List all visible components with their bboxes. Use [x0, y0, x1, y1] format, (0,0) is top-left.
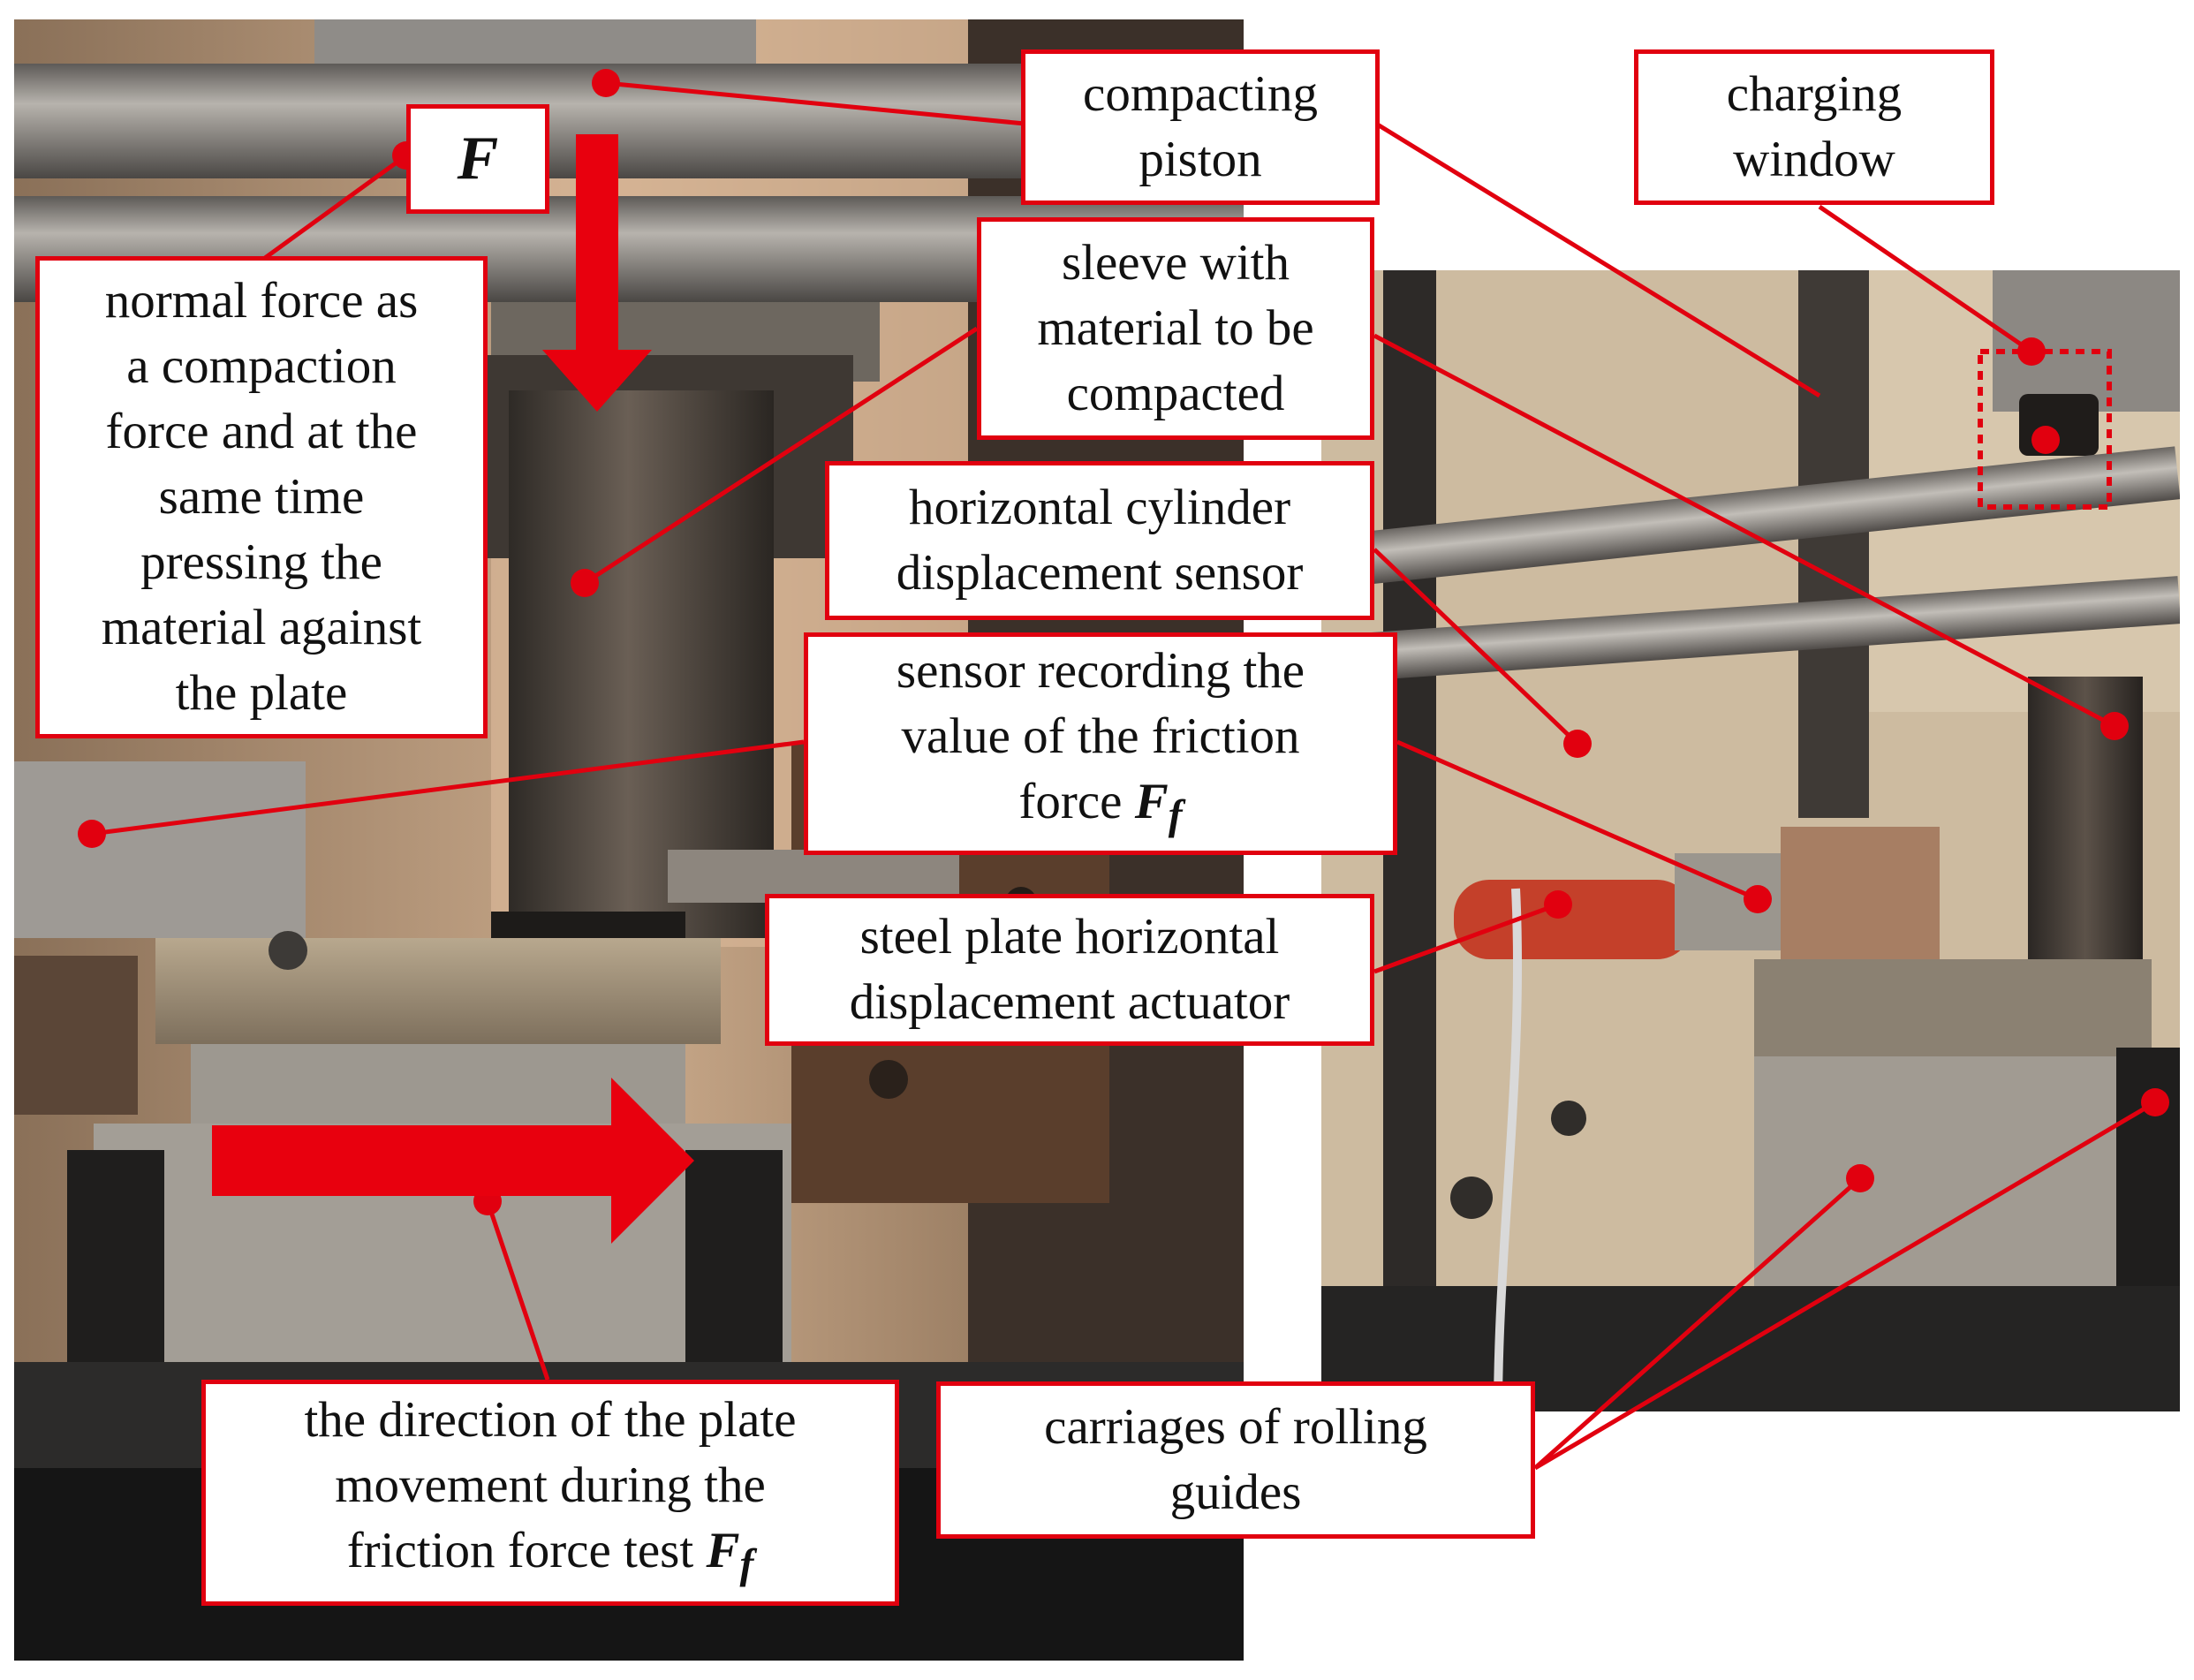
- cylinder-sensor-text: horizontal cylinder displacement sensor: [896, 480, 1304, 601]
- carriages-text: carriages of rolling guides: [1044, 1399, 1427, 1520]
- compacting-piston-text: compacting piston: [1083, 66, 1318, 187]
- normal-force-text: normal force as a compaction force and a…: [101, 273, 422, 721]
- actuator-text: steel plate horizontal displacement actu…: [849, 909, 1290, 1030]
- friction-force-subscript: f: [1168, 792, 1183, 839]
- compacting-piston-label: compacting piston: [1021, 49, 1380, 205]
- charging-window-label: charging window: [1634, 49, 1994, 205]
- normal-force-label: normal force as a compaction force and a…: [35, 256, 488, 738]
- photo-right-test-rig: [1321, 270, 2180, 1411]
- direction-label: the direction of the plate movement duri…: [201, 1380, 899, 1606]
- carriages-label: carriages of rolling guides: [936, 1381, 1535, 1539]
- sleeve-text: sleeve with material to be compacted: [1037, 235, 1314, 421]
- direction-text: the direction of the plate movement duri…: [304, 1392, 797, 1588]
- sleeve-label: sleeve with material to be compacted: [977, 217, 1374, 440]
- force-symbol-text: F: [457, 125, 499, 193]
- actuator-label: steel plate horizontal displacement actu…: [765, 894, 1374, 1046]
- charging-window-text: charging window: [1726, 66, 1903, 187]
- force-symbol-label: F: [406, 104, 549, 214]
- friction-sensor-text: sensor recording the value of the fricti…: [896, 643, 1305, 839]
- photo-right-scene: [1321, 270, 2180, 1411]
- cylinder-sensor-label: horizontal cylinder displacement sensor: [825, 461, 1374, 620]
- friction-sensor-label: sensor recording the value of the fricti…: [804, 632, 1397, 855]
- direction-force-subscript: f: [739, 1541, 754, 1588]
- friction-force-symbol: F: [1134, 774, 1169, 830]
- direction-force-symbol: F: [706, 1523, 740, 1579]
